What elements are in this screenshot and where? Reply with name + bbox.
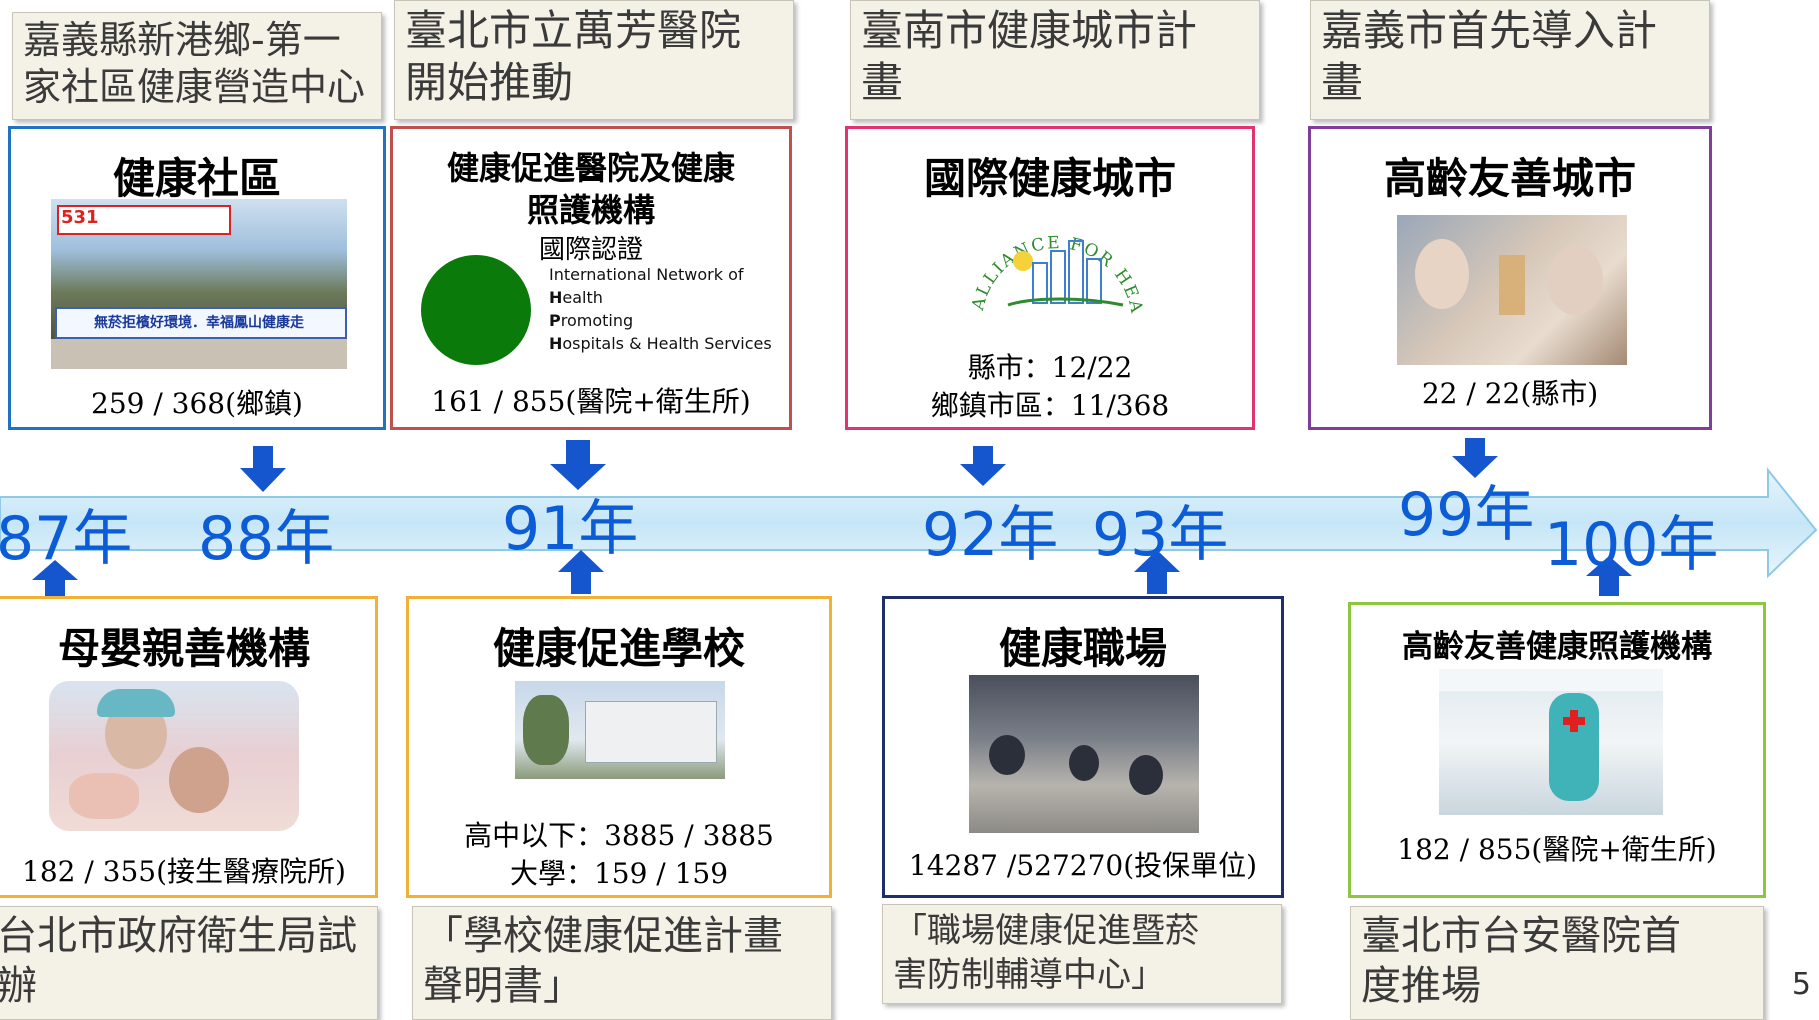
up-arrow-93 [1134,550,1180,594]
card-healthy-workplace: 健康職場 14287 /527270(投保單位) [882,596,1284,898]
hph-line-4: ospitals & Health Services [562,334,772,353]
up-arrow-87 [32,560,78,600]
year-92: 92年 [922,500,1059,570]
bottom-note-1-line-1: 台北市政府衛生局試 [0,913,357,959]
card-baby-friendly-stat: 182 / 355(接生醫療院所) [22,855,346,888]
bottom-note-4-line-1: 臺北市台安醫院首 [1361,913,1681,959]
top-note-2: 臺北市立萬芳醫院 開始推動 [394,0,794,120]
up-arrow-91 [558,550,604,594]
year-88: 88年 [198,504,335,574]
card-health-promoting-school-title: 健康促進學校 [492,624,745,673]
care-facility-photo [1439,669,1663,815]
workplace-photo [969,675,1199,833]
community-banner-number: 531 [61,207,99,228]
bottom-note-1-line-2: 辦 [0,963,37,1009]
card-health-promoting-school-stat-1: 高中以下：3885 / 3885 [464,819,774,852]
card-health-promoting-hospital-stat: 161 / 855(醫院+衛生所) [431,385,751,418]
card-age-friendly-city-stat: 22 / 22(縣市) [1421,377,1599,410]
bottom-note-4-line-2: 度推場 [1361,963,1481,1009]
top-note-4-line-2: 畫 [1321,58,1364,107]
hph-title-line-1: 健康促進醫院及健康 [446,149,735,187]
hph-letter-p: P [549,311,561,330]
card-age-friendly-care: 高齡友善健康照護機構 182 / 855(醫院+衛生所) [1348,602,1766,898]
top-note-4: 嘉義市首先導入計 畫 [1310,0,1710,120]
hph-subtitle: 國際認證 [538,235,643,265]
card-healthy-cities-stat-1: 縣市：12/22 [967,351,1133,384]
bottom-note-4: 臺北市台安醫院首 度推場 [1350,906,1764,1020]
page-number: 5 [1791,967,1811,1002]
bottom-note-3-line-1: 「職場健康促進暨菸 [893,911,1199,951]
top-note-2-line-2: 開始推動 [405,58,574,107]
down-arrow-91 [550,440,606,490]
hph-title-line-2: 照護機構 [526,191,655,229]
hph-line-2: ealth [562,288,603,307]
down-arrow-88 [240,446,286,492]
school-photo [515,681,725,779]
card-age-friendly-care-stat: 182 / 855(醫院+衛生所) [1397,833,1717,866]
hph-line-3: romoting [560,311,634,330]
community-photo: 531 無菸拒檳好環境．幸福鳳山健康走 [51,199,347,369]
top-note-3: 臺南市健康城市計 畫 [850,0,1260,120]
card-health-promoting-school: 健康促進學校 高中以下：3885 / 3885 大學：159 / 159 [406,596,832,898]
top-note-4-line-1: 嘉義市首先導入計 [1321,6,1658,55]
up-arrow-100 [1586,556,1632,596]
top-note-3-line-1: 臺南市健康城市計 [861,6,1198,55]
year-100: 100年 [1544,510,1719,580]
year-87: 87年 [0,504,133,574]
card-age-friendly-care-title: 高齡友善健康照護機構 [1402,629,1712,665]
bottom-note-2-line-2: 聲明書」 [423,963,583,1009]
card-age-friendly-city-title: 高齡友善城市 [1383,154,1636,203]
hph-letter-h2: H [549,334,563,353]
card-healthy-workplace-title: 健康職場 [998,624,1167,673]
top-note-1: 嘉義縣新港鄉-第一 家社區健康營造中心 [12,12,382,120]
hph-line-1: International Network of [549,265,744,284]
hph-network-text: International Network of Health Promotin… [549,263,772,355]
card-healthy-cities-title: 國際健康城市 [923,154,1176,203]
down-arrow-92 [960,446,1006,486]
card-age-friendly-city: 高齡友善城市 22 / 22(縣市) [1308,126,1712,430]
bottom-note-1: 台北市政府衛生局試 辦 [0,906,378,1020]
card-healthy-cities: 國際健康城市 ALLIANCE FOR HEALTHY CITIES 縣市：12… [845,126,1255,430]
card-healthy-community-title: 健康社區 [112,154,281,203]
hph-green-circle [421,255,531,365]
year-91: 91年 [502,494,639,564]
card-healthy-workplace-stat: 14287 /527270(投保單位) [908,849,1258,882]
year-99: 99年 [1398,480,1535,550]
elderly-photo [1397,215,1627,365]
card-health-promoting-school-stat-2: 大學：159 / 159 [509,857,729,890]
card-baby-friendly: 母嬰親善機構 182 / 355(接生醫療院所) [0,596,378,898]
community-banner-text: 無菸拒檳好環境．幸福鳳山健康走 [94,315,304,331]
top-note-1-line-1: 嘉義縣新港鄉-第一 [23,18,341,62]
bottom-note-2: 「學校健康促進計畫 聲明書」 [412,906,832,1020]
mother-baby-photo [49,681,299,831]
top-note-2-line-1: 臺北市立萬芳醫院 [405,6,742,55]
top-note-1-line-2: 家社區健康營造中心 [23,65,366,109]
card-healthy-community-stat: 259 / 368(鄉鎮) [91,387,303,420]
hph-letter-h: H [549,288,563,307]
card-healthy-community: 健康社區 531 無菸拒檳好環境．幸福鳳山健康走 259 / 368(鄉鎮) [8,126,386,430]
healthy-cities-logo: ALLIANCE FOR HEALTHY CITIES [953,201,1145,316]
bottom-note-3: 「職場健康促進暨菸 害防制輔導中心」 [882,904,1282,1004]
down-arrow-99 [1452,438,1498,478]
year-93: 93年 [1092,500,1229,570]
card-healthy-cities-stat-2: 鄉鎮市區：11/368 [930,389,1170,422]
bottom-note-2-line-1: 「學校健康促進計畫 [423,913,783,959]
card-health-promoting-hospital: 健康促進醫院及健康 照護機構 國際認證 International Networ… [390,126,792,430]
card-baby-friendly-title: 母嬰親善機構 [57,624,310,673]
bottom-note-3-line-2: 害防制輔導中心」 [893,955,1165,995]
top-note-3-line-2: 畫 [861,58,904,107]
